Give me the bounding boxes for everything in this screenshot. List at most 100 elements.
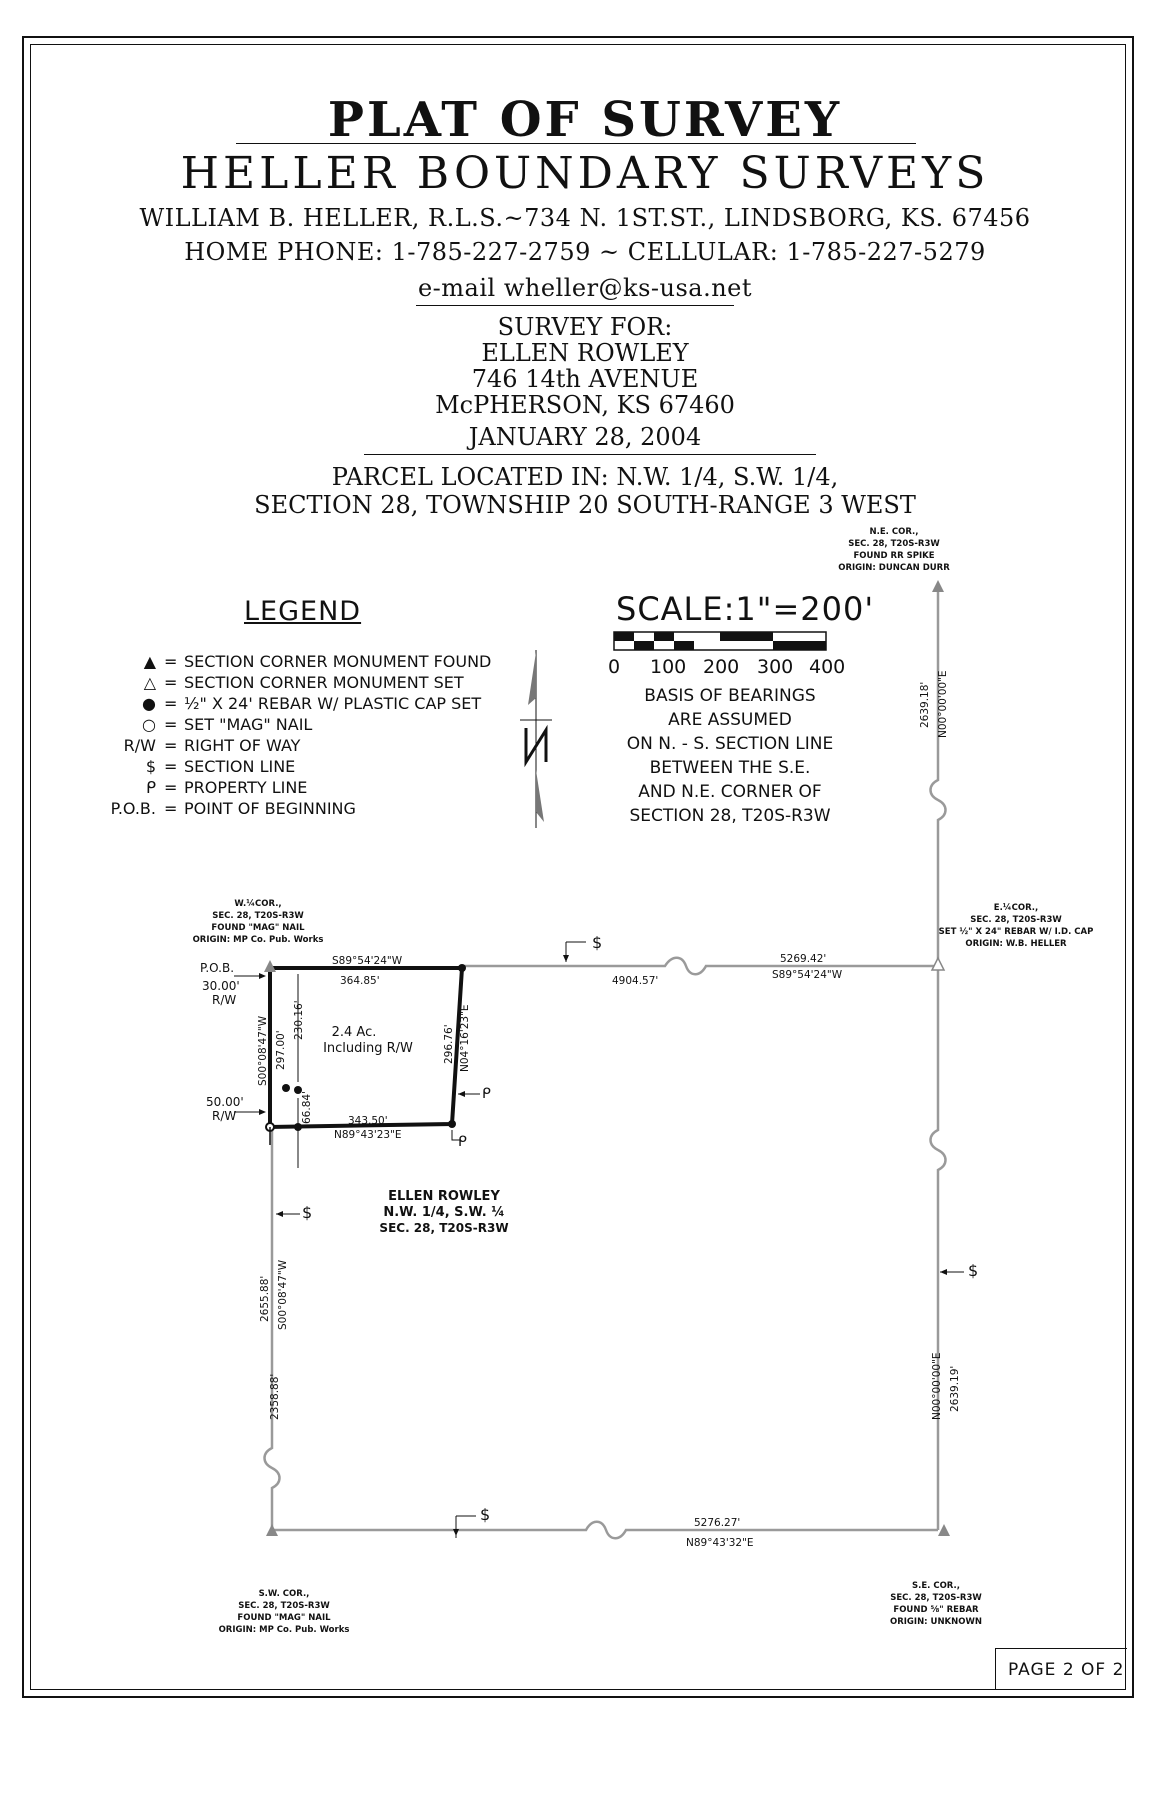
legend-symbol-icon: ● [142, 694, 156, 713]
corner-note-line: SET ½" X 24" REBAR W/ I.D. CAP [939, 926, 1094, 937]
section-lines [263, 588, 947, 1540]
owner-location: N.W. 1/4, S.W. ¼ [383, 1205, 504, 1220]
legend-symbol-icon: R/W [123, 736, 156, 755]
section-line-symbol: $ [302, 1203, 312, 1222]
owner-name: ELLEN ROWLEY [388, 1189, 500, 1204]
plat-title: PLAT OF SURVEY [327, 92, 843, 148]
survey-date: JANUARY 28, 2004 [468, 423, 702, 451]
legend-text: SECTION CORNER MONUMENT SET [184, 673, 464, 692]
legend-symbol-icon: ○ [142, 715, 156, 734]
corner-note-line: FOUND RR SPIKE [853, 551, 934, 561]
corner-note-line: ORIGIN: MP Co. Pub. Works [193, 935, 324, 945]
e-quarter-corner-note: E.¼COR., SEC. 28, T20S-R3W SET ½" X 24" … [939, 902, 1094, 949]
west-tract-bearing: S00°08'47"W [257, 1015, 269, 1086]
outer-border [22, 36, 1134, 1698]
sw-corner-monument-icon [266, 1524, 278, 1536]
legend-text: SECTION LINE [184, 757, 296, 776]
owner-section: SEC. 28, T20S-R3W [379, 1221, 508, 1235]
north-right-dist: 5269.42' [780, 953, 826, 965]
inner-dist: 230.16' [293, 1000, 305, 1040]
corner-note-line: SEC. 28, T20S-R3W [890, 1593, 982, 1603]
phone-line: HOME PHONE: 1-785-227-2759 ~ CELLULAR: 1… [184, 238, 986, 266]
sw-corner-note: S.W. COR., SEC. 28, T20S-R3W FOUND "MAG"… [219, 1589, 350, 1635]
legend-equals: = [164, 694, 178, 713]
scale-tick-100: 100 [650, 656, 687, 678]
scale-title: SCALE:1"=200' [616, 590, 875, 628]
area-label: 2.4 Ac. [332, 1025, 377, 1040]
legend-symbol-icon: ᑭ [145, 778, 156, 797]
legend-text: SET "MAG" NAIL [184, 715, 313, 734]
email-line: e-mail wheller@ks-usa.net [417, 274, 753, 302]
west-line-dist: 2655.88' [259, 1276, 271, 1322]
legend-equals: = [164, 736, 178, 755]
tract-boundary [265, 964, 466, 1168]
west-line-lower-dist: 2358.88' [269, 1374, 281, 1420]
legend-text: RIGHT OF WAY [184, 736, 301, 755]
rw30-label: 30.00' [202, 979, 240, 993]
east-upper-bearing: N00°00'00"E [937, 670, 949, 738]
scale-tick-0: 0 [608, 656, 621, 678]
inner-small-dist: 66.84' [301, 1091, 313, 1124]
pob-label: P.O.B. [200, 961, 234, 975]
leader-arrowheads [259, 955, 947, 1536]
east-upper-dist: 2639.18' [919, 682, 931, 728]
south-line-dist: 5276.27' [694, 1517, 740, 1529]
page-number-box [995, 1648, 1127, 1690]
corner-note-line: ORIGIN: DUNCAN DURR [838, 563, 950, 573]
rw30-rw-label: R/W [212, 993, 236, 1007]
corner-note-line: FOUND ⅝" REBAR [893, 1605, 979, 1615]
east-tract-dist: 296.76' [443, 1024, 455, 1064]
legend-equals: = [164, 715, 178, 734]
date-rule [364, 454, 816, 455]
basis-line: BASIS OF BEARINGS [644, 686, 816, 706]
corner-note-line: FOUND "MAG" NAIL [237, 1613, 331, 1623]
title-rule [236, 143, 916, 144]
legend-text: POINT OF BEGINNING [184, 799, 356, 818]
legend-equals: = [164, 652, 178, 671]
parcel-line-1: PARCEL LOCATED IN: N.W. 1/4, S.W. 1/4, [331, 463, 839, 491]
corner-note-line: W.¼COR., [234, 898, 281, 909]
firm-name: HELLER BOUNDARY SURVEYS [180, 148, 990, 199]
scale-tick-300: 300 [757, 656, 794, 678]
legend-symbol-icon: P.O.B. [110, 799, 156, 818]
south-tract-bearing: N89°43'23"E [334, 1129, 402, 1141]
basis-line: AND N.E. CORNER OF [638, 782, 822, 802]
page-number: PAGE 2 OF 2 [1008, 1660, 1125, 1680]
corner-note-line: S.E. COR., [912, 1581, 960, 1591]
north-tract-dist: 364.85' [340, 975, 380, 987]
corner-note-line: N.E. COR., [870, 527, 919, 537]
south-line-bearing: N89°43'32"E [686, 1537, 754, 1549]
legend-equals: = [164, 778, 178, 797]
rw50-label: 50.00' [206, 1095, 244, 1109]
west-line-bearing: S00°08'47"W [277, 1259, 289, 1330]
client-city: McPHERSON, KS 67460 [435, 391, 735, 419]
inner-border [30, 44, 1126, 1690]
corner-note-line: SEC. 28, T20S-R3W [212, 911, 304, 921]
south-tract-dist: 343.50' [348, 1115, 388, 1127]
north-mid-dist: 4904.57' [612, 975, 658, 987]
corner-note-line: FOUND "MAG" NAIL [211, 923, 305, 933]
email-rule [416, 305, 734, 306]
se-corner-monument-icon [938, 1524, 950, 1536]
section-line-symbol: $ [480, 1505, 490, 1524]
area-note: Including R/W [323, 1041, 413, 1056]
ne-corner-monument-icon [932, 580, 944, 592]
corner-note-line: SEC. 28, T20S-R3W [848, 539, 940, 549]
e-quarter-monument-icon [930, 956, 946, 971]
property-line-symbol: ᑭ [482, 1086, 491, 1102]
legend-symbol-icon: △ [143, 673, 156, 692]
dimension-labels: 2639.18' N00°00'00"E N00°00'00"E 2639.19… [257, 670, 961, 1549]
client-street: 746 14th AVENUE [471, 365, 699, 393]
legend-text: ½" X 24' REBAR W/ PLASTIC CAP SET [184, 694, 482, 713]
section-line-symbol: $ [592, 933, 602, 952]
plat-labels: P.O.B. 30.00' R/W 50.00' R/W 2.4 Ac. Inc… [200, 933, 978, 1524]
corner-note-line: ORIGIN: UNKNOWN [890, 1617, 982, 1627]
east-lower-bearing: N00°00'00"E [931, 1352, 943, 1420]
section-line-symbol: $ [968, 1261, 978, 1280]
legend-equals: = [164, 673, 178, 692]
parcel-line-2: SECTION 28, TOWNSHIP 20 SOUTH-RANGE 3 WE… [254, 491, 916, 519]
se-corner-note: S.E. COR., SEC. 28, T20S-R3W FOUND ⅝" RE… [890, 1581, 982, 1627]
corner-note-line: S.W. COR., [259, 1589, 310, 1599]
